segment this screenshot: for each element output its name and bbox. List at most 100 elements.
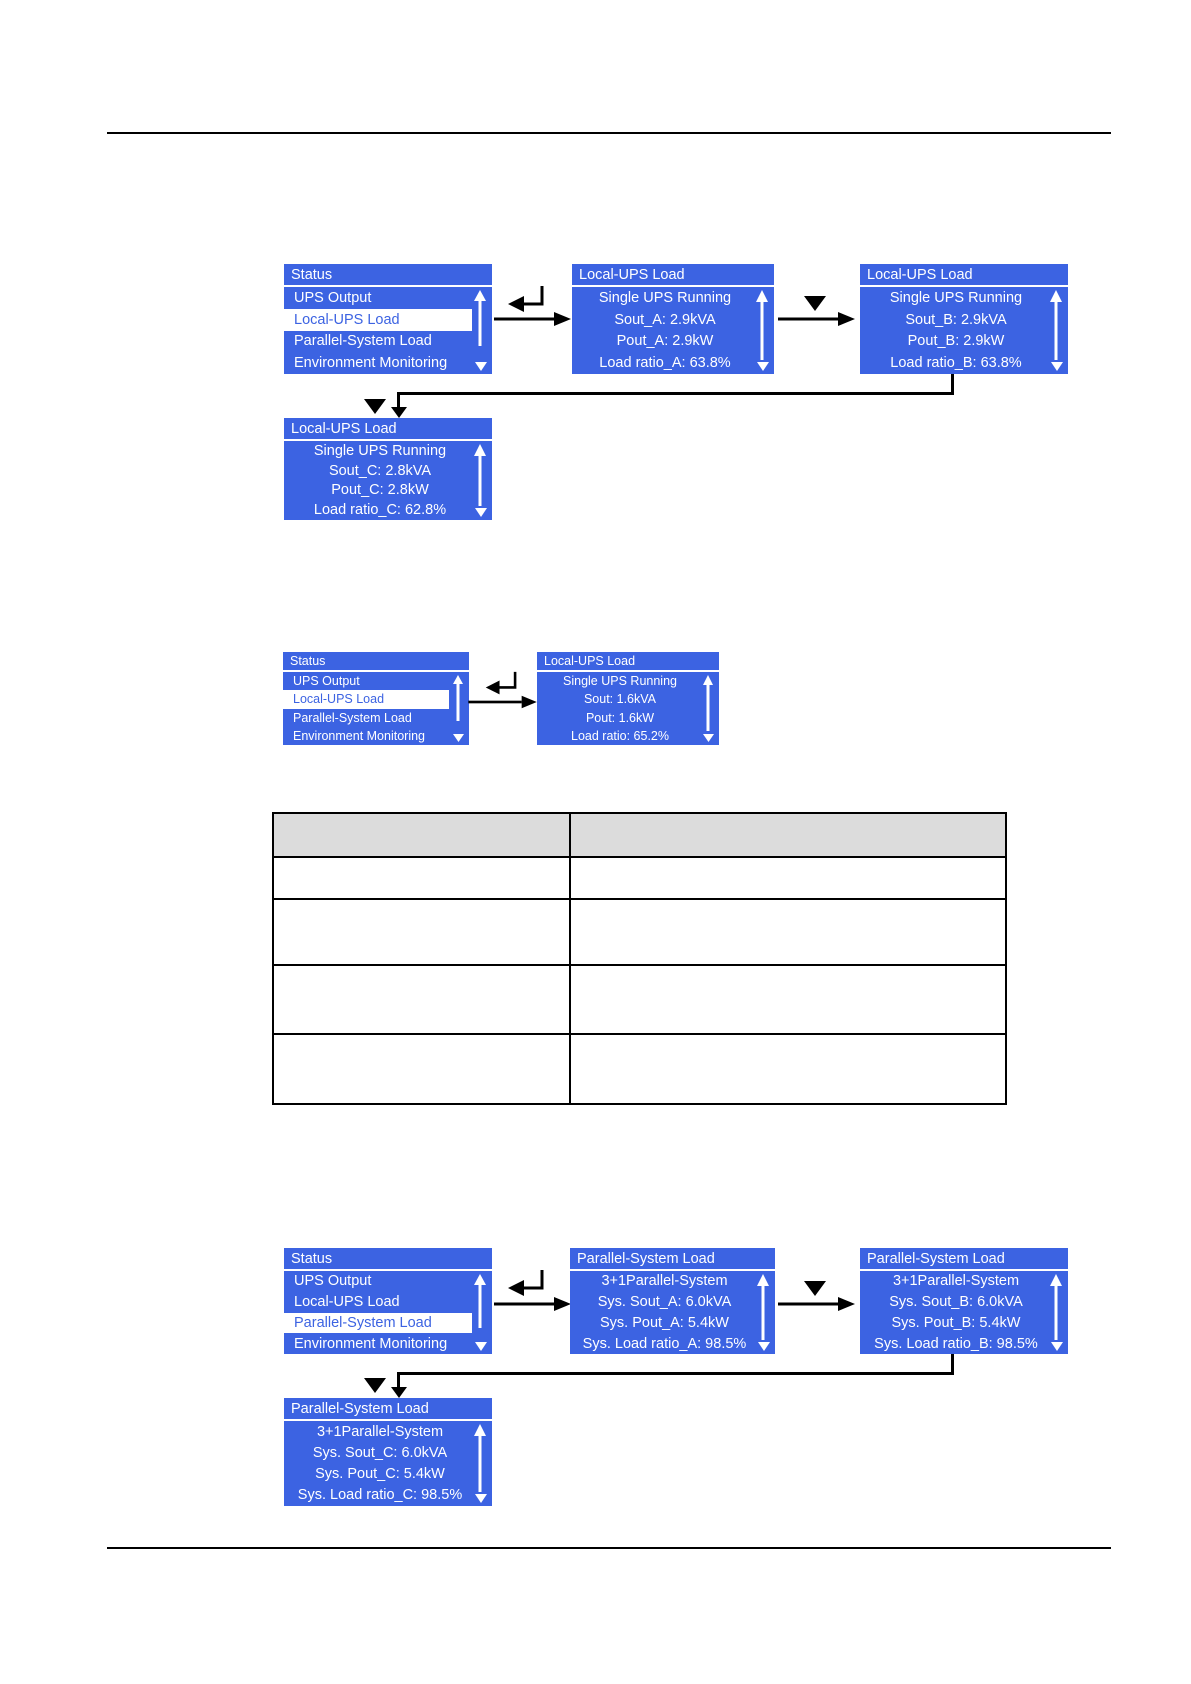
scroll-up-arrow-icon bbox=[453, 675, 463, 721]
lcd-line: Pout_A: 2.9kW bbox=[616, 333, 714, 350]
lcd-screen-body: Single UPS Running Sout_B: 2.9kVA Pout_B… bbox=[860, 287, 1068, 374]
table-cell bbox=[569, 898, 1007, 966]
lcd-line: Sys. Pout_B: 5.4kW bbox=[891, 1314, 1021, 1331]
table-cell bbox=[569, 964, 1007, 1035]
lcd-local-ups-load-b: Local-UPS Load Single UPS Running Sout_B… bbox=[860, 264, 1068, 374]
menu-item-parallel-system-load: Parallel-System Load bbox=[294, 333, 432, 350]
lcd-title: Status bbox=[284, 1248, 492, 1271]
table-cell bbox=[272, 1033, 571, 1105]
lcd-screen-body: Single UPS Running Sout: 1.6kVA Pout: 1.… bbox=[537, 672, 719, 745]
lcd-line: Sys. Load ratio_A: 98.5% bbox=[582, 1335, 747, 1352]
lcd-line: Sys. Sout_C: 6.0kVA bbox=[312, 1444, 448, 1461]
scroll-down-icon bbox=[453, 734, 464, 742]
scroll-up-arrow-icon bbox=[1050, 290, 1062, 360]
scroll-down-icon bbox=[475, 1494, 487, 1503]
flow-connector-line bbox=[397, 1372, 954, 1375]
lcd-line: Sys. Pout_A: 5.4kW bbox=[600, 1314, 729, 1331]
flow-right-arrow bbox=[778, 1297, 855, 1311]
scroll-down-icon bbox=[475, 1342, 487, 1351]
scroll-down-icon bbox=[1051, 1342, 1063, 1351]
lcd-line: 3+1Parallel-System bbox=[316, 1423, 444, 1440]
table-cell bbox=[569, 856, 1007, 900]
menu-item-environment-monitoring: Environment Monitoring bbox=[293, 728, 426, 743]
lcd-menu-body: UPS Output Local-UPS Load Parallel-Syste… bbox=[284, 287, 492, 374]
lcd-line: Load ratio: 65.2% bbox=[571, 728, 669, 743]
lcd-title: Status bbox=[284, 264, 492, 287]
lcd-line: Sout_C: 2.8kVA bbox=[328, 462, 432, 479]
lcd-title: Local-UPS Load bbox=[537, 652, 719, 672]
scroll-down-icon bbox=[1051, 362, 1063, 371]
lcd-title: Status bbox=[283, 652, 469, 672]
lcd-line: 3+1Parallel-System bbox=[601, 1273, 728, 1290]
table-cell bbox=[272, 856, 571, 900]
lcd-line: Single UPS Running bbox=[889, 289, 1023, 306]
scroll-up-arrow-icon bbox=[756, 290, 768, 360]
table-cell bbox=[272, 964, 571, 1035]
lcd-line: Load ratio_C: 62.8% bbox=[313, 502, 447, 519]
menu-item-local-ups-load: Local-UPS Load bbox=[283, 690, 449, 709]
scroll-down-icon bbox=[703, 734, 714, 742]
menu-item-parallel-system-load: Parallel-System Load bbox=[284, 1312, 472, 1334]
lcd-line: Single UPS Running bbox=[598, 289, 732, 306]
lcd-line: Pout_B: 2.9kW bbox=[907, 333, 1005, 350]
lcd-menu-body: UPS Output Local-UPS Load Parallel-Syste… bbox=[284, 1271, 492, 1354]
enter-key-arrow-icon bbox=[508, 286, 544, 312]
lcd-parallel-system-load-c: Parallel-System Load 3+1Parallel-System … bbox=[284, 1398, 492, 1506]
description-table bbox=[272, 812, 1007, 1105]
menu-item-local-ups-load: Local-UPS Load bbox=[284, 308, 472, 331]
table-cell bbox=[272, 898, 571, 966]
table-row bbox=[272, 856, 1007, 900]
lcd-line: Sys. Sout_A: 6.0kVA bbox=[597, 1294, 732, 1311]
table-row bbox=[272, 964, 1007, 1035]
lcd-screen-body: Single UPS Running Sout_C: 2.8kVA Pout_C… bbox=[284, 441, 492, 520]
menu-item-local-ups-load: Local-UPS Load bbox=[294, 1294, 400, 1311]
flow-connector-line bbox=[951, 1354, 954, 1375]
lcd-line: Sys. Pout_C: 5.4kW bbox=[315, 1466, 445, 1483]
lcd-line: Load ratio_A: 63.8% bbox=[599, 355, 731, 372]
lcd-title: Parallel-System Load bbox=[570, 1248, 775, 1271]
down-key-icon bbox=[364, 1378, 386, 1393]
flow-connector-line bbox=[951, 374, 954, 395]
scroll-up-arrow-icon bbox=[1050, 1274, 1062, 1340]
top-rule bbox=[107, 132, 1111, 134]
lcd-screen-body: 3+1Parallel-System Sys. Sout_C: 6.0kVA S… bbox=[284, 1421, 492, 1506]
lcd-line: Single UPS Running bbox=[563, 674, 677, 689]
lcd-line: Sys. Load ratio_C: 98.5% bbox=[297, 1487, 463, 1504]
lcd-local-ups-load-single: Local-UPS Load Single UPS Running Sout: … bbox=[537, 652, 719, 745]
lcd-title: Local-UPS Load bbox=[284, 418, 492, 441]
menu-item-ups-output: UPS Output bbox=[294, 289, 372, 306]
flow-right-arrow bbox=[494, 312, 571, 326]
scroll-down-icon bbox=[475, 508, 487, 517]
table-header-cell bbox=[569, 812, 1007, 858]
lcd-status-menu-3: Status UPS Output Local-UPS Load Paralle… bbox=[284, 1248, 492, 1354]
bottom-rule bbox=[107, 1547, 1111, 1549]
lcd-title: Local-UPS Load bbox=[572, 264, 774, 287]
flow-down-arrowhead bbox=[391, 407, 407, 418]
lcd-parallel-system-load-b: Parallel-System Load 3+1Parallel-System … bbox=[860, 1248, 1068, 1354]
lcd-menu-body: UPS Output Local-UPS Load Parallel-Syste… bbox=[283, 672, 469, 745]
lcd-screen-body: 3+1Parallel-System Sys. Sout_B: 6.0kVA S… bbox=[860, 1271, 1068, 1354]
scroll-up-arrow-icon bbox=[474, 290, 486, 346]
scroll-up-arrow-icon bbox=[474, 1274, 486, 1328]
scroll-down-icon bbox=[757, 362, 769, 371]
down-key-icon bbox=[804, 1281, 826, 1296]
flow-connector-line bbox=[397, 392, 954, 395]
lcd-screen-body: Single UPS Running Sout_A: 2.9kVA Pout_A… bbox=[572, 287, 774, 374]
lcd-line: Sys. Load ratio_B: 98.5% bbox=[874, 1335, 1038, 1352]
menu-item-environment-monitoring: Environment Monitoring bbox=[294, 1335, 448, 1352]
lcd-title: Local-UPS Load bbox=[860, 264, 1068, 287]
lcd-status-menu-2: Status UPS Output Local-UPS Load Paralle… bbox=[283, 652, 469, 745]
lcd-line: Sout_A: 2.9kVA bbox=[614, 311, 716, 328]
down-key-icon bbox=[804, 296, 826, 311]
lcd-local-ups-load-a: Local-UPS Load Single UPS Running Sout_A… bbox=[572, 264, 774, 374]
table-header-cell bbox=[272, 812, 571, 858]
menu-item-ups-output: UPS Output bbox=[293, 674, 360, 689]
enter-key-arrow-icon bbox=[485, 671, 517, 695]
lcd-line: Sys. Sout_B: 6.0kVA bbox=[889, 1294, 1023, 1311]
lcd-line: Sout: 1.6kVA bbox=[583, 692, 657, 707]
menu-item-ups-output: UPS Output bbox=[294, 1273, 372, 1290]
lcd-line: Sout_B: 2.9kVA bbox=[905, 311, 1007, 328]
flow-right-arrow bbox=[494, 1297, 571, 1311]
flow-down-arrowhead bbox=[391, 1387, 407, 1398]
